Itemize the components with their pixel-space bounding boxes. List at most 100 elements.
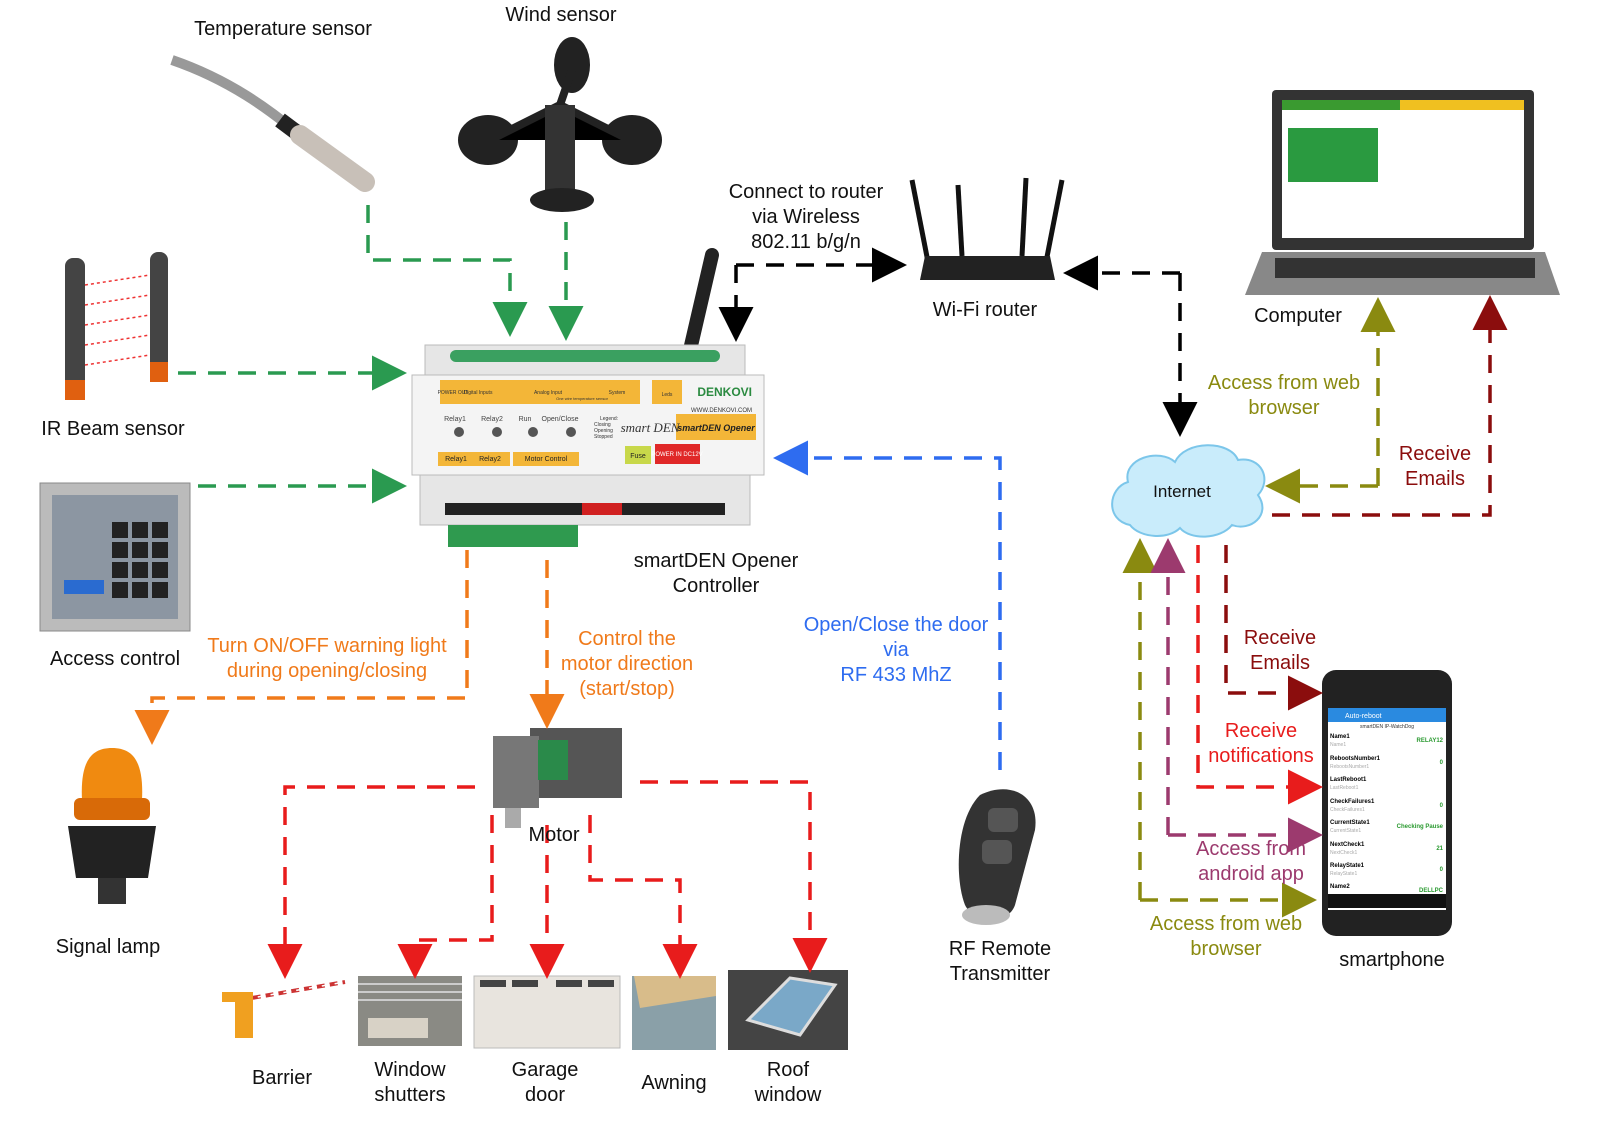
roof-window-arrow [640, 780, 828, 973]
rf-remote-label-line: Transmitter [949, 963, 1051, 985]
app-list: Name1 Name1 RELAY12 RebootsNumber1 Reboo… [1330, 734, 1444, 894]
annotation-line: 802.11 b/g/n [751, 231, 861, 253]
emails-computer-annotation: Receive Emails [1399, 442, 1471, 492]
annotation-line: Receive [1398, 443, 1472, 465]
barrier-label: Barrier [251, 1067, 313, 1089]
run-button-label: Run [519, 416, 532, 423]
label-line: Roof [766, 1059, 810, 1081]
window-shutters-image [358, 976, 462, 1046]
rf-remote-label: RF Remote Transmitter [949, 937, 1051, 987]
annotation-line: (start/stop) [579, 678, 675, 700]
smartphone-label: smartphone [1339, 949, 1445, 971]
annotation-line: Turn ON/OFF warning light [207, 635, 447, 657]
emails-phone-annotation: Receive Emails [1244, 626, 1316, 676]
roof-window-label: Roof window [755, 1058, 822, 1108]
app-row-name: NextCheck1 [1330, 842, 1365, 848]
annotation-line: browser [1248, 397, 1320, 419]
legend-title: Legend: [600, 416, 618, 422]
emails-computer-arrow [1272, 295, 1508, 517]
wind-sensor-image [458, 37, 662, 212]
legend-stopped: Stopped [594, 434, 613, 440]
annotation-line: Receive [1224, 720, 1298, 742]
one-wire-label: One wire temperature sensor [556, 396, 608, 401]
annotation-line: Emails [1249, 652, 1311, 674]
app-row-name: CheckFailures1 [1330, 799, 1375, 805]
open-close-button-label: Open/Close [542, 416, 579, 423]
motor-control-terminal-label: Motor Control [525, 456, 568, 463]
annotation-line: Access from web [1207, 372, 1361, 394]
annotation-line: Connect to router [728, 181, 884, 203]
relay2-terminal-label: Relay2 [479, 456, 501, 463]
power-out-label: POWER OUT [438, 390, 469, 396]
annotation-line: Receive [1243, 627, 1317, 649]
system-label: System [609, 390, 626, 396]
awning-image [632, 976, 716, 1050]
power-in-label: POWER IN DC12V [651, 452, 702, 458]
annotation-line: Access from [1195, 838, 1307, 860]
annotation-line: via Wireless [752, 206, 860, 228]
wind-sensor-label: Wind sensor [505, 4, 617, 26]
annotation-line: Access from web [1149, 913, 1303, 935]
analog-input-label: Analog Input [534, 390, 563, 396]
app-row-sub: RelayState1 [1330, 871, 1357, 877]
app-row-name: LastReboot1 [1330, 777, 1367, 783]
label-line: Window [374, 1059, 446, 1081]
app-row-name: CurrentState1 [1330, 820, 1370, 826]
barrier-image [222, 980, 346, 1038]
android-app-annotation: Access from android app [1196, 837, 1306, 887]
rf-remote-label-line: RF Remote [948, 938, 1052, 960]
computer-image [1245, 90, 1560, 295]
annotation-line: via [883, 639, 909, 661]
wifi-router-label: Wi-Fi router [932, 299, 1038, 321]
ir-beam-sensor-image [65, 252, 168, 400]
app-row-name: RelayState1 [1330, 863, 1365, 869]
roof-window-image [728, 970, 848, 1050]
internet-cloud [1111, 444, 1266, 538]
legend-opening: Opening [594, 428, 613, 434]
annotation-line: during opening/closing [226, 660, 428, 682]
app-row-sub: RebootsNumber1 [1330, 764, 1369, 770]
wireless-annotation: Connect to router via Wireless 802.11 b/… [729, 180, 884, 255]
app-row-value: 21 [1436, 846, 1443, 852]
controller-label-line: smartDEN Opener [633, 550, 799, 572]
temperature-sensor-image [170, 55, 375, 192]
digital-inputs-label: Digital Inputs [464, 390, 493, 396]
app-row-sub: CurrentState1 [1330, 828, 1361, 834]
annotation-line: Control the [578, 628, 676, 650]
controller-brand: DENKOVI [697, 385, 752, 399]
warning-light-annotation: Turn ON/OFF warning light during opening… [207, 634, 446, 684]
computer-label: Computer [1254, 305, 1342, 327]
legend-closing: Closing [594, 422, 611, 428]
app-row-value: 0 [1440, 760, 1444, 766]
rf-link-arrow [773, 440, 1002, 770]
annotation-line: RF 433 MhZ [840, 664, 952, 686]
signal-lamp-image [68, 748, 156, 904]
motor-direction-annotation: Control the motor direction (start/stop) [561, 627, 693, 702]
awning-label: Awning [641, 1072, 707, 1094]
annotation-line: motor direction [560, 653, 694, 675]
fuse-label: Fuse [630, 453, 646, 460]
web-browser-computer-annotation: Access from web browser [1208, 371, 1360, 421]
annotation-line: Emails [1404, 468, 1466, 490]
app-row-name: Name2 [1330, 884, 1350, 890]
window-shutters-label: Window shutters [374, 1058, 445, 1108]
label-line: window [754, 1084, 822, 1106]
app-title: Auto-reboot [1345, 713, 1382, 720]
app-row-sub: LastReboot1 [1330, 785, 1359, 791]
app-row-name: Name1 [1330, 734, 1350, 740]
garage-door-label: Garage door [512, 1058, 579, 1108]
internet-label: Internet [1153, 482, 1211, 501]
awning-arrow [588, 815, 698, 979]
annotation-line: notifications [1208, 745, 1314, 767]
app-row-sub: Name1 [1330, 742, 1346, 748]
temperature-link-arrow [366, 205, 528, 337]
label-line: Garage [511, 1059, 579, 1081]
barrier-arrow [267, 785, 475, 979]
notifications-arrow [1196, 545, 1323, 805]
relay1-terminal-label: Relay1 [445, 456, 467, 463]
leds-label: Leds [662, 392, 673, 398]
access-control-keypad-image [39, 482, 191, 632]
annotation-line: android app [1198, 863, 1304, 885]
annotation-line: browser [1190, 938, 1262, 960]
